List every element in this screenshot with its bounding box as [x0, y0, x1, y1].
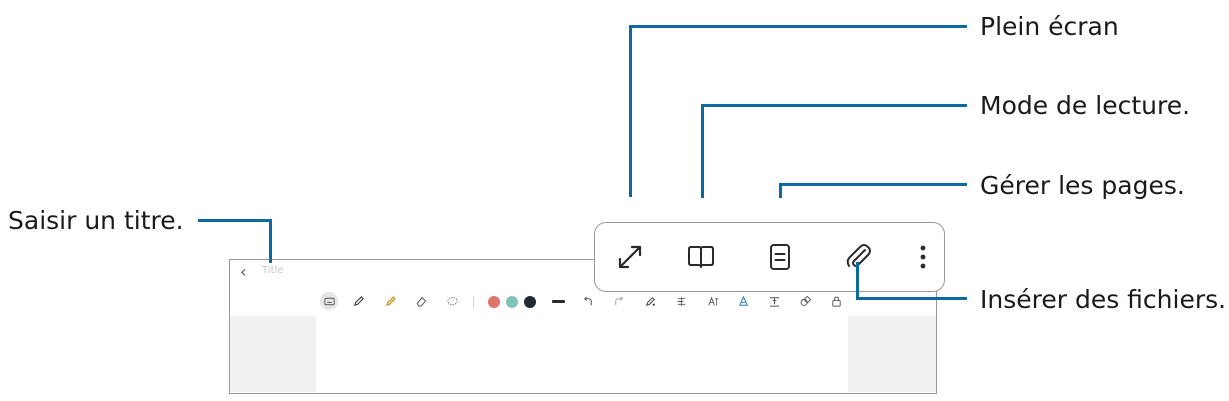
- highlighter-icon[interactable]: [382, 293, 398, 309]
- lasso-icon[interactable]: [444, 293, 460, 309]
- callout-line-insert: [856, 297, 967, 300]
- color-swatch-teal[interactable]: [506, 296, 518, 308]
- callout-line-fullscreen-vertical: [629, 25, 632, 197]
- callout-line-pages: [779, 183, 967, 186]
- eraser-icon[interactable]: [413, 293, 429, 309]
- stroke-width-button[interactable]: [552, 300, 565, 303]
- more-icon[interactable]: [913, 240, 933, 274]
- back-button[interactable]: ‹: [240, 262, 247, 281]
- text-format-icon[interactable]: [704, 293, 720, 309]
- pages-icon[interactable]: [763, 240, 797, 274]
- toolbar-separator: [473, 296, 474, 308]
- text-align-icon[interactable]: [766, 293, 782, 309]
- callout-line-reading-vertical: [701, 104, 704, 198]
- callout-line-reading: [701, 104, 967, 107]
- handwriting-icon[interactable]: [673, 293, 689, 309]
- label-reading-mode: Mode de lecture.: [980, 91, 1191, 120]
- shape-icon[interactable]: [797, 293, 813, 309]
- callout-line-title-vertical: [269, 219, 272, 263]
- canvas-area: [230, 316, 936, 392]
- color-swatch-dark[interactable]: [524, 296, 536, 308]
- keyboard-icon[interactable]: [320, 292, 338, 310]
- label-enter-title: Saisir un titre.: [8, 206, 184, 235]
- label-fullscreen: Plein écran: [980, 12, 1119, 41]
- undo-icon[interactable]: [580, 293, 596, 309]
- pen-settings-icon[interactable]: [642, 293, 658, 309]
- callout-line-title: [198, 219, 272, 222]
- book-icon[interactable]: [684, 240, 718, 274]
- title-input[interactable]: Title: [262, 265, 284, 276]
- redo-icon[interactable]: [610, 293, 626, 309]
- more-options-popup: [594, 222, 945, 292]
- label-insert-files: Insérer des fichiers.: [980, 285, 1227, 314]
- callout-line-fullscreen: [629, 25, 967, 28]
- paperclip-icon[interactable]: [841, 240, 875, 274]
- note-header: ‹ Title: [230, 260, 936, 287]
- label-manage-pages: Gérer les pages.: [980, 171, 1185, 200]
- pen-icon[interactable]: [350, 293, 366, 309]
- fullscreen-icon[interactable]: [613, 240, 647, 274]
- callout-line-insert-vertical: [856, 262, 859, 299]
- lock-icon[interactable]: [828, 293, 844, 309]
- note-page[interactable]: [316, 316, 848, 392]
- color-swatch-red[interactable]: [488, 296, 500, 308]
- callout-line-pages-vertical: [779, 183, 782, 198]
- style-icon[interactable]: [735, 293, 751, 309]
